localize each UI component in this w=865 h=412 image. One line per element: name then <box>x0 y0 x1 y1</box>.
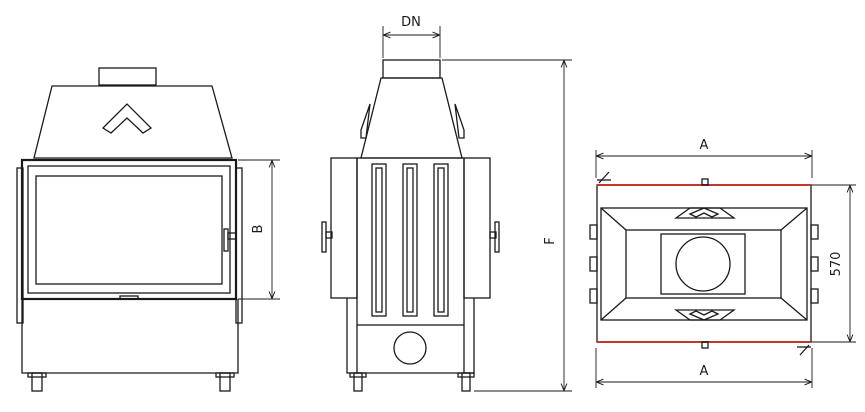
dimension-a-bottom-label: A <box>700 364 709 379</box>
top-hood-outer <box>600 207 808 321</box>
side-bracket-right <box>454 103 465 139</box>
side-panel-left <box>330 157 358 299</box>
front-foot-left <box>31 372 43 392</box>
front-hood <box>33 85 233 159</box>
side-slot-1-inner <box>375 167 383 313</box>
top-hood-inner <box>625 229 782 299</box>
side-hood <box>360 77 463 159</box>
top-tab-right-3 <box>810 288 819 304</box>
front-flue-collar <box>98 67 157 86</box>
top-tab-left-3 <box>589 288 598 304</box>
side-foot-left <box>353 372 363 392</box>
top-stud-bottom <box>701 341 709 349</box>
top-handle-right <box>799 344 810 356</box>
top-tab-right-2 <box>810 256 819 272</box>
top-plate-bottom <box>673 309 737 321</box>
side-slot-3-inner <box>437 167 445 313</box>
side-body <box>356 157 465 326</box>
side-slot-3 <box>433 163 449 317</box>
dimension-570-label: 570 <box>829 252 844 277</box>
side-foot-left-cap <box>349 372 367 378</box>
top-tab-left-2 <box>589 256 598 272</box>
side-slot-2 <box>402 163 418 317</box>
dimension-a-top-label: A <box>700 138 709 153</box>
side-view: DN F <box>321 15 572 392</box>
side-flue-collar <box>382 59 441 79</box>
side-lower-body <box>346 298 475 374</box>
top-stud-top <box>701 178 709 186</box>
top-handle-left <box>598 171 610 184</box>
side-handle-right <box>494 221 500 253</box>
side-panel-right <box>463 157 491 299</box>
top-plate-bottom-chevron-icon <box>688 310 720 321</box>
dimension-dn-label: DN <box>401 15 421 30</box>
side-foot-right-cap <box>457 372 475 378</box>
front-view: B <box>16 67 280 392</box>
logo-chevron-icon <box>101 103 153 134</box>
side-slot-1 <box>371 163 387 317</box>
front-foot-right <box>219 372 231 392</box>
front-door-inner <box>27 165 231 294</box>
side-bracket-left <box>360 103 371 139</box>
dimension-b-label: B <box>251 225 266 234</box>
front-lower-body <box>21 299 239 374</box>
front-door-latch <box>119 295 139 300</box>
top-tab-right-1 <box>810 224 819 240</box>
top-plate-top <box>673 207 737 219</box>
front-door-frame <box>20 158 238 301</box>
side-handle-right-knob <box>489 231 497 239</box>
top-plate-top-chevron-icon <box>688 207 720 218</box>
front-glass <box>35 175 223 285</box>
front-handle-knob <box>227 232 237 240</box>
front-foot-left-cap <box>27 372 47 378</box>
side-slot-2-inner <box>406 167 414 313</box>
side-handle-left-knob <box>325 231 333 239</box>
dimension-f-label: F <box>543 237 558 244</box>
side-foot-right <box>461 372 471 392</box>
top-flue-opening <box>675 236 731 292</box>
top-view: A 57 <box>589 138 856 388</box>
side-air-inlet <box>393 331 427 365</box>
front-door-handle <box>223 228 229 252</box>
top-tab-left-1 <box>589 224 598 240</box>
top-flue-square <box>660 233 746 295</box>
front-foot-right-cap <box>215 372 235 378</box>
